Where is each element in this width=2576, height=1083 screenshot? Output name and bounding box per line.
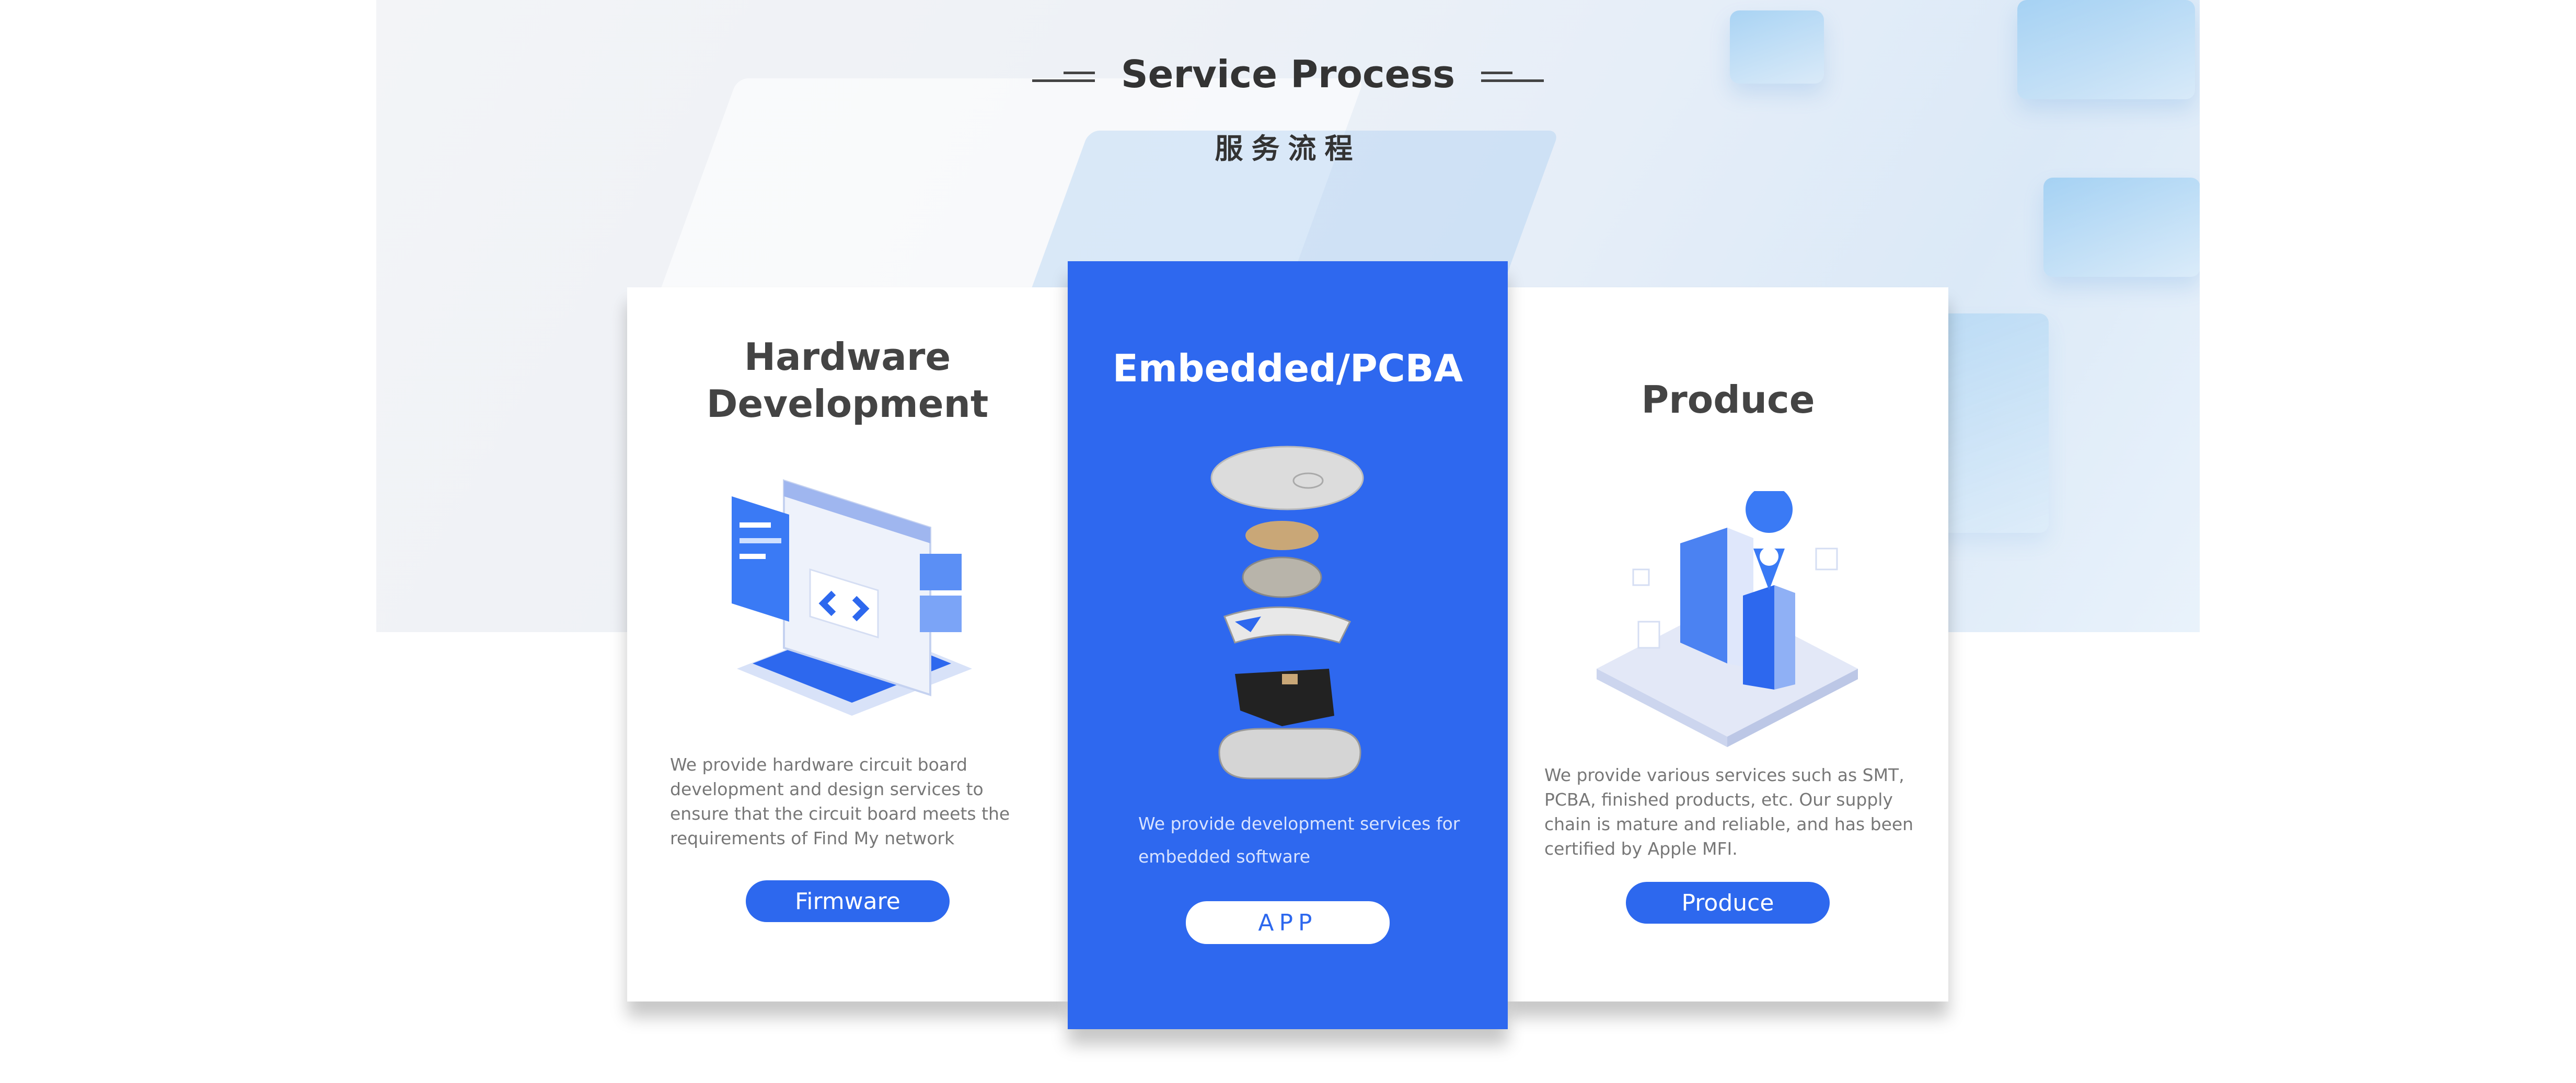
card-description: We provide hardware circuit board develo… (670, 754, 1010, 848)
firmware-button[interactable]: Firmware (746, 880, 950, 922)
section-title: Service Process (1120, 52, 1456, 96)
device-exploded-view-illustration (1210, 446, 1364, 779)
card-description: We provide various services such as SMT,… (1544, 765, 1914, 859)
card-title: Produce (1641, 378, 1815, 422)
card-description: We provide development services for embe… (1138, 813, 1460, 867)
card-produce: Produce We provide various services such… (1508, 287, 1948, 1002)
app-button[interactable]: APP (1186, 901, 1390, 944)
section-header: Service Process (0, 52, 2576, 96)
card-title: Embedded/PCBA (1112, 346, 1463, 390)
section-subtitle: 服务流程 (1215, 132, 1361, 165)
produce-button[interactable]: Produce (1626, 882, 1830, 924)
title-decoration-left (1032, 66, 1095, 82)
factory-location-illustration (1597, 491, 1858, 747)
card-embedded-pcba: Embedded/PCBA We provide development ser… (1068, 261, 1508, 1029)
computer-code-illustration (732, 479, 972, 716)
title-decoration-right (1481, 66, 1544, 82)
